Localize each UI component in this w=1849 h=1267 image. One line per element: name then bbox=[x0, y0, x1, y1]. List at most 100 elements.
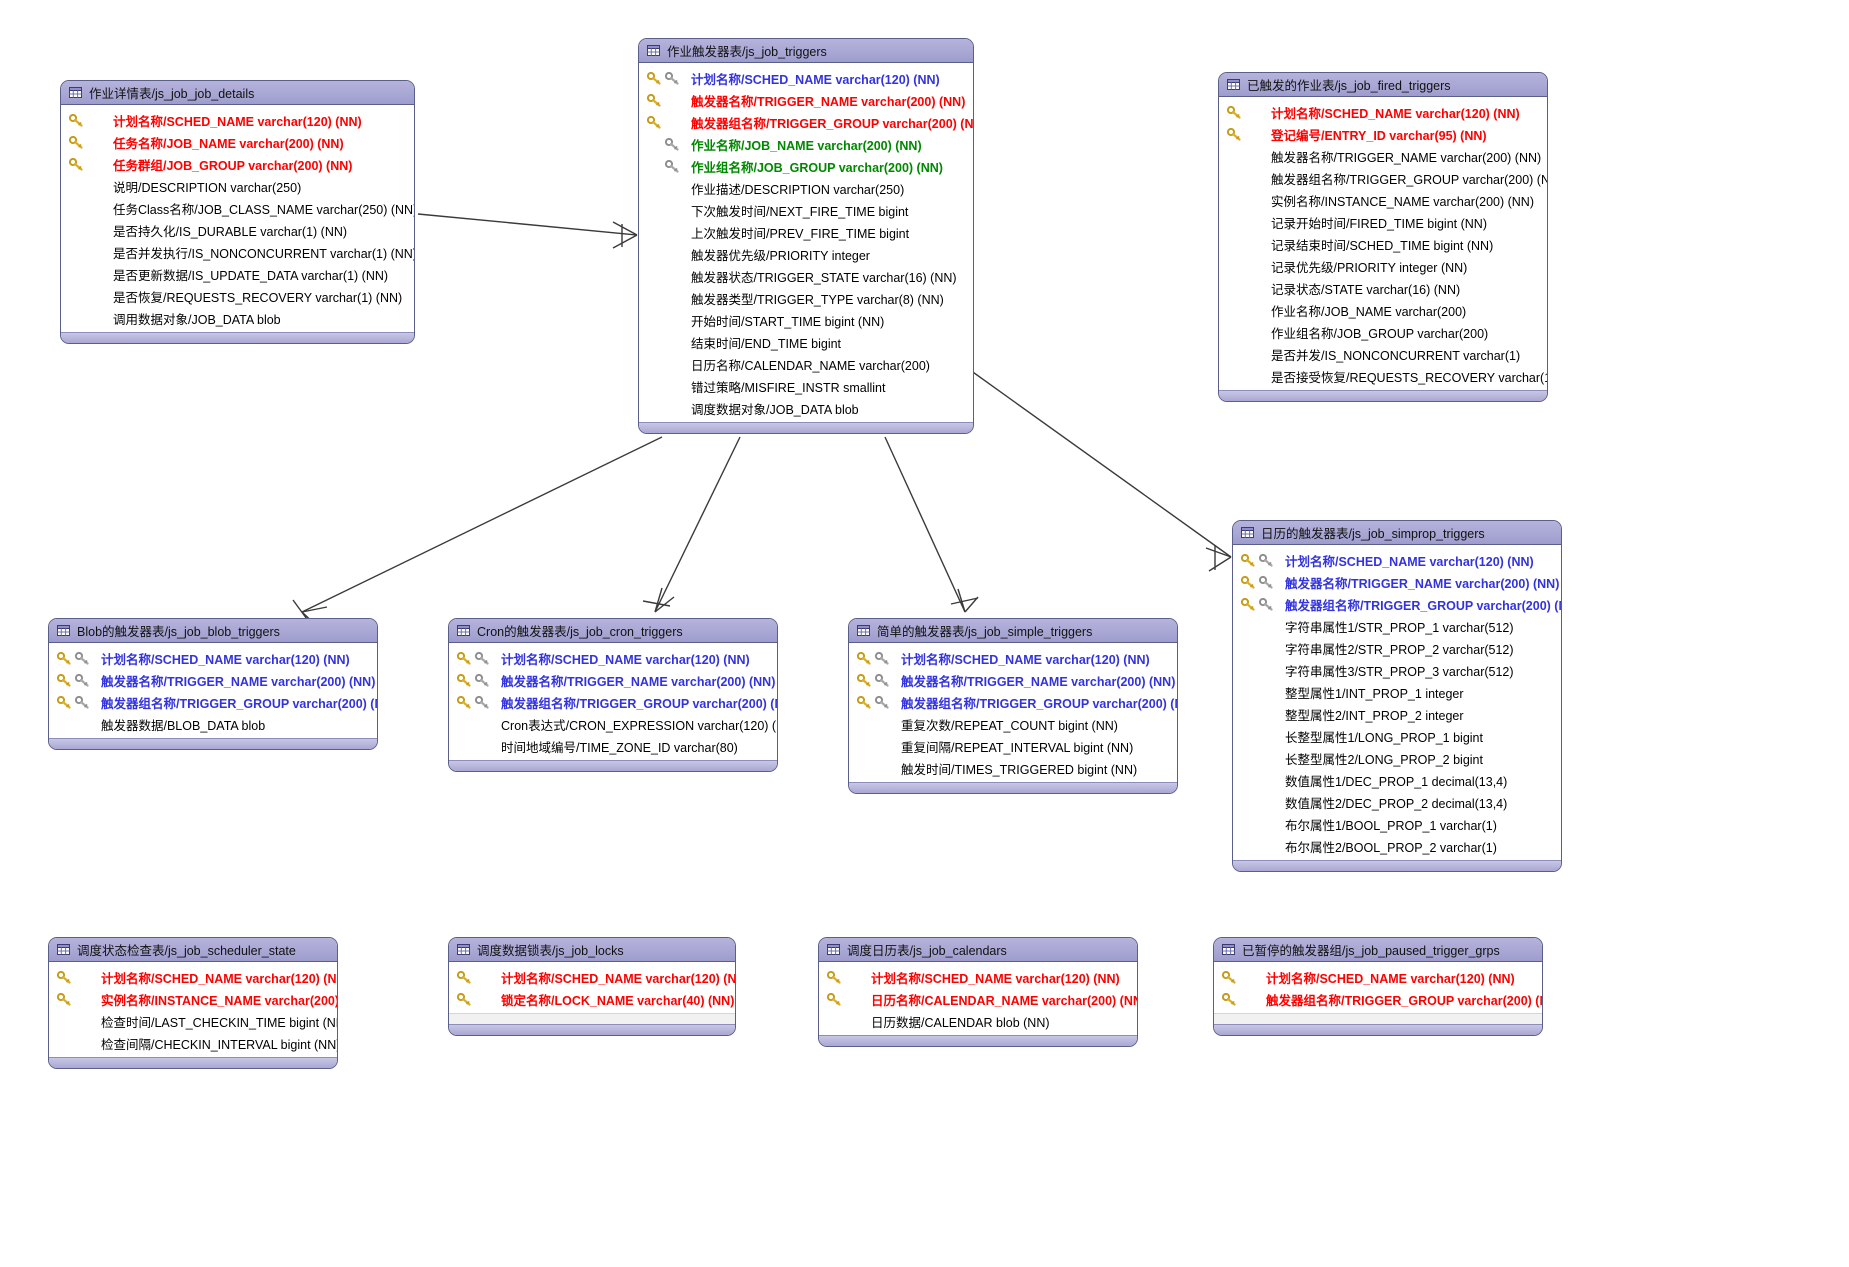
attribute-fired_triggers-4[interactable]: 实例名称/INSTANCE_NAME varchar(200) (NN) bbox=[1219, 189, 1547, 211]
attribute-job_triggers-7[interactable]: 上次触发时间/PREV_FIRE_TIME bigint bbox=[639, 221, 973, 243]
attribute-fired_triggers-6[interactable]: 记录结束时间/SCHED_TIME bigint (NN) bbox=[1219, 233, 1547, 255]
attribute-scheduler_state-2[interactable]: 检查时间/LAST_CHECKIN_TIME bigint (NN) bbox=[49, 1010, 337, 1032]
attribute-fired_triggers-8[interactable]: 记录状态/STATE varchar(16) (NN) bbox=[1219, 277, 1547, 299]
attribute-job_triggers-15[interactable]: 调度数据对象/JOB_DATA blob bbox=[639, 397, 973, 419]
attribute-job_triggers-9[interactable]: 触发器状态/TRIGGER_STATE varchar(16) (NN) bbox=[639, 265, 973, 287]
attribute-simprop_triggers-11[interactable]: 数值属性2/DEC_PROP_2 decimal(13,4) bbox=[1233, 791, 1561, 813]
entity-header-job_details[interactable]: 作业详情表/js_job_job_details bbox=[61, 81, 414, 105]
attribute-simprop_triggers-6[interactable]: 整型属性1/INT_PROP_1 integer bbox=[1233, 681, 1561, 703]
attribute-simple_triggers-4[interactable]: 重复间隔/REPEAT_INTERVAL bigint (NN) bbox=[849, 735, 1177, 757]
attribute-scheduler_state-3[interactable]: 检查间隔/CHECKIN_INTERVAL bigint (NN) bbox=[49, 1032, 337, 1054]
attribute-job_details-1[interactable]: 任务名称/JOB_NAME varchar(200) (NN) bbox=[61, 131, 414, 153]
attribute-job_triggers-13[interactable]: 日历名称/CALENDAR_NAME varchar(200) bbox=[639, 353, 973, 375]
attribute-blob_triggers-2[interactable]: 触发器组名称/TRIGGER_GROUP varchar(200) (NN) bbox=[49, 691, 377, 713]
attribute-blob_triggers-1[interactable]: 触发器名称/TRIGGER_NAME varchar(200) (NN) bbox=[49, 669, 377, 691]
attribute-simprop_triggers-9[interactable]: 长整型属性2/LONG_PROP_2 bigint bbox=[1233, 747, 1561, 769]
attribute-job_triggers-14[interactable]: 错过策略/MISFIRE_INSTR smallint bbox=[639, 375, 973, 397]
entity-header-job_triggers[interactable]: 作业触发器表/js_job_triggers bbox=[639, 39, 973, 63]
attribute-fired_triggers-5[interactable]: 记录开始时间/FIRED_TIME bigint (NN) bbox=[1219, 211, 1547, 233]
attribute-calendars-1[interactable]: 日历名称/CALENDAR_NAME varchar(200) (NN) bbox=[819, 988, 1137, 1010]
attribute-calendars-2[interactable]: 日历数据/CALENDAR blob (NN) bbox=[819, 1010, 1137, 1032]
attribute-simple_triggers-2[interactable]: 触发器组名称/TRIGGER_GROUP varchar(200) (NN) bbox=[849, 691, 1177, 713]
attribute-simprop_triggers-8[interactable]: 长整型属性1/LONG_PROP_1 bigint bbox=[1233, 725, 1561, 747]
attribute-simple_triggers-1[interactable]: 触发器名称/TRIGGER_NAME varchar(200) (NN) bbox=[849, 669, 1177, 691]
attribute-job_details-0[interactable]: 计划名称/SCHED_NAME varchar(120) (NN) bbox=[61, 109, 414, 131]
attribute-simprop_triggers-13[interactable]: 布尔属性2/BOOL_PROP_2 varchar(1) bbox=[1233, 835, 1561, 857]
attribute-scheduler_state-1[interactable]: 实例名称/INSTANCE_NAME varchar(200) (NN) bbox=[49, 988, 337, 1010]
entity-header-blob_triggers[interactable]: Blob的触发器表/js_job_blob_triggers bbox=[49, 619, 377, 643]
attribute-simprop_triggers-2[interactable]: 触发器组名称/TRIGGER_GROUP varchar(200) (NN) bbox=[1233, 593, 1561, 615]
attribute-fired_triggers-12[interactable]: 是否接受恢复/REQUESTS_RECOVERY varchar(1) bbox=[1219, 365, 1547, 387]
attribute-fired_triggers-2[interactable]: 触发器名称/TRIGGER_NAME varchar(200) (NN) bbox=[1219, 145, 1547, 167]
entity-locks[interactable]: 调度数据锁表/js_job_locks 计划名称/SCHED_NAME varc… bbox=[448, 937, 736, 1036]
attribute-fired_triggers-9[interactable]: 作业名称/JOB_NAME varchar(200) bbox=[1219, 299, 1547, 321]
entity-header-fired_triggers[interactable]: 已触发的作业表/js_job_fired_triggers bbox=[1219, 73, 1547, 97]
attribute-job_triggers-5[interactable]: 作业描述/DESCRIPTION varchar(250) bbox=[639, 177, 973, 199]
attribute-simprop_triggers-3[interactable]: 字符串属性1/STR_PROP_1 varchar(512) bbox=[1233, 615, 1561, 637]
attribute-cron_triggers-2[interactable]: 触发器组名称/TRIGGER_GROUP varchar(200) (NN) bbox=[449, 691, 777, 713]
attribute-locks-0[interactable]: 计划名称/SCHED_NAME varchar(120) (NN) bbox=[449, 966, 735, 988]
attribute-job_triggers-0[interactable]: 计划名称/SCHED_NAME varchar(120) (NN) bbox=[639, 67, 973, 89]
attribute-job_triggers-4[interactable]: 作业组名称/JOB_GROUP varchar(200) (NN) bbox=[639, 155, 973, 177]
attribute-locks-1[interactable]: 锁定名称/LOCK_NAME varchar(40) (NN) bbox=[449, 988, 735, 1010]
entity-scheduler_state[interactable]: 调度状态检查表/js_job_scheduler_state 计划名称/SCHE… bbox=[48, 937, 338, 1069]
attribute-job_details-2[interactable]: 任务群组/JOB_GROUP varchar(200) (NN) bbox=[61, 153, 414, 175]
attribute-job_details-7[interactable]: 是否更新数据/IS_UPDATE_DATA varchar(1) (NN) bbox=[61, 263, 414, 285]
attribute-job_details-3[interactable]: 说明/DESCRIPTION varchar(250) bbox=[61, 175, 414, 197]
attribute-simprop_triggers-7[interactable]: 整型属性2/INT_PROP_2 integer bbox=[1233, 703, 1561, 725]
attribute-fired_triggers-11[interactable]: 是否并发/IS_NONCONCURRENT varchar(1) bbox=[1219, 343, 1547, 365]
entity-calendars[interactable]: 调度日历表/js_job_calendars 计划名称/SCHED_NAME v… bbox=[818, 937, 1138, 1047]
attribute-job_details-5[interactable]: 是否持久化/IS_DURABLE varchar(1) (NN) bbox=[61, 219, 414, 241]
attribute-fired_triggers-0[interactable]: 计划名称/SCHED_NAME varchar(120) (NN) bbox=[1219, 101, 1547, 123]
attribute-job_triggers-10[interactable]: 触发器类型/TRIGGER_TYPE varchar(8) (NN) bbox=[639, 287, 973, 309]
entity-fired_triggers[interactable]: 已触发的作业表/js_job_fired_triggers 计划名称/SCHED… bbox=[1218, 72, 1548, 402]
attribute-simprop_triggers-10[interactable]: 数值属性1/DEC_PROP_1 decimal(13,4) bbox=[1233, 769, 1561, 791]
attribute-simprop_triggers-12[interactable]: 布尔属性1/BOOL_PROP_1 varchar(1) bbox=[1233, 813, 1561, 835]
attribute-job_triggers-1[interactable]: 触发器名称/TRIGGER_NAME varchar(200) (NN) bbox=[639, 89, 973, 111]
attribute-job_triggers-11[interactable]: 开始时间/START_TIME bigint (NN) bbox=[639, 309, 973, 331]
attribute-fired_triggers-10[interactable]: 作业组名称/JOB_GROUP varchar(200) bbox=[1219, 321, 1547, 343]
attribute-job_details-4[interactable]: 任务Class名称/JOB_CLASS_NAME varchar(250) (N… bbox=[61, 197, 414, 219]
entity-header-paused_trigger_grps[interactable]: 已暂停的触发器组/js_job_paused_trigger_grps bbox=[1214, 938, 1542, 962]
attribute-fired_triggers-7[interactable]: 记录优先级/PRIORITY integer (NN) bbox=[1219, 255, 1547, 277]
attribute-fired_triggers-1[interactable]: 登记编号/ENTRY_ID varchar(95) (NN) bbox=[1219, 123, 1547, 145]
entity-simple_triggers[interactable]: 简单的触发器表/js_job_simple_triggers 计划名称/SCHE… bbox=[848, 618, 1178, 794]
attribute-paused_trigger_grps-0[interactable]: 计划名称/SCHED_NAME varchar(120) (NN) bbox=[1214, 966, 1542, 988]
attribute-simprop_triggers-4[interactable]: 字符串属性2/STR_PROP_2 varchar(512) bbox=[1233, 637, 1561, 659]
attribute-cron_triggers-0[interactable]: 计划名称/SCHED_NAME varchar(120) (NN) bbox=[449, 647, 777, 669]
attribute-cron_triggers-4[interactable]: 时间地域编号/TIME_ZONE_ID varchar(80) bbox=[449, 735, 777, 757]
entity-paused_trigger_grps[interactable]: 已暂停的触发器组/js_job_paused_trigger_grps 计划名称… bbox=[1213, 937, 1543, 1036]
attribute-calendars-0[interactable]: 计划名称/SCHED_NAME varchar(120) (NN) bbox=[819, 966, 1137, 988]
attribute-simple_triggers-3[interactable]: 重复次数/REPEAT_COUNT bigint (NN) bbox=[849, 713, 1177, 735]
attribute-blob_triggers-3[interactable]: 触发器数据/BLOB_DATA blob bbox=[49, 713, 377, 735]
attribute-job_triggers-2[interactable]: 触发器组名称/TRIGGER_GROUP varchar(200) (NN) bbox=[639, 111, 973, 133]
attribute-simple_triggers-0[interactable]: 计划名称/SCHED_NAME varchar(120) (NN) bbox=[849, 647, 1177, 669]
attribute-cron_triggers-1[interactable]: 触发器名称/TRIGGER_NAME varchar(200) (NN) bbox=[449, 669, 777, 691]
attribute-paused_trigger_grps-1[interactable]: 触发器组名称/TRIGGER_GROUP varchar(200) (NN) bbox=[1214, 988, 1542, 1010]
attribute-simple_triggers-5[interactable]: 触发时间/TIMES_TRIGGERED bigint (NN) bbox=[849, 757, 1177, 779]
attribute-job_triggers-3[interactable]: 作业名称/JOB_NAME varchar(200) (NN) bbox=[639, 133, 973, 155]
entity-header-simprop_triggers[interactable]: 日历的触发器表/js_job_simprop_triggers bbox=[1233, 521, 1561, 545]
attribute-job_triggers-12[interactable]: 结束时间/END_TIME bigint bbox=[639, 331, 973, 353]
attribute-fired_triggers-3[interactable]: 触发器组名称/TRIGGER_GROUP varchar(200) (NN) bbox=[1219, 167, 1547, 189]
attribute-job_triggers-6[interactable]: 下次触发时间/NEXT_FIRE_TIME bigint bbox=[639, 199, 973, 221]
attribute-job_details-9[interactable]: 调用数据对象/JOB_DATA blob bbox=[61, 307, 414, 329]
attribute-blob_triggers-0[interactable]: 计划名称/SCHED_NAME varchar(120) (NN) bbox=[49, 647, 377, 669]
attribute-job_triggers-8[interactable]: 触发器优先级/PRIORITY integer bbox=[639, 243, 973, 265]
entity-simprop_triggers[interactable]: 日历的触发器表/js_job_simprop_triggers 计划名称/SCH… bbox=[1232, 520, 1562, 872]
entity-header-locks[interactable]: 调度数据锁表/js_job_locks bbox=[449, 938, 735, 962]
entity-job_details[interactable]: 作业详情表/js_job_job_details 计划名称/SCHED_NAME… bbox=[60, 80, 415, 344]
entity-header-simple_triggers[interactable]: 简单的触发器表/js_job_simple_triggers bbox=[849, 619, 1177, 643]
attribute-simprop_triggers-0[interactable]: 计划名称/SCHED_NAME varchar(120) (NN) bbox=[1233, 549, 1561, 571]
entity-blob_triggers[interactable]: Blob的触发器表/js_job_blob_triggers 计划名称/SCHE… bbox=[48, 618, 378, 750]
entity-header-cron_triggers[interactable]: Cron的触发器表/js_job_cron_triggers bbox=[449, 619, 777, 643]
attribute-job_details-6[interactable]: 是否并发执行/IS_NONCONCURRENT varchar(1) (NN) bbox=[61, 241, 414, 263]
entity-header-scheduler_state[interactable]: 调度状态检查表/js_job_scheduler_state bbox=[49, 938, 337, 962]
attribute-job_details-8[interactable]: 是否恢复/REQUESTS_RECOVERY varchar(1) (NN) bbox=[61, 285, 414, 307]
entity-job_triggers[interactable]: 作业触发器表/js_job_triggers 计划名称/SCHED_NAME v… bbox=[638, 38, 974, 434]
attribute-simprop_triggers-5[interactable]: 字符串属性3/STR_PROP_3 varchar(512) bbox=[1233, 659, 1561, 681]
attribute-simprop_triggers-1[interactable]: 触发器名称/TRIGGER_NAME varchar(200) (NN) bbox=[1233, 571, 1561, 593]
entity-cron_triggers[interactable]: Cron的触发器表/js_job_cron_triggers 计划名称/SCHE… bbox=[448, 618, 778, 772]
attribute-scheduler_state-0[interactable]: 计划名称/SCHED_NAME varchar(120) (NN) bbox=[49, 966, 337, 988]
entity-header-calendars[interactable]: 调度日历表/js_job_calendars bbox=[819, 938, 1137, 962]
